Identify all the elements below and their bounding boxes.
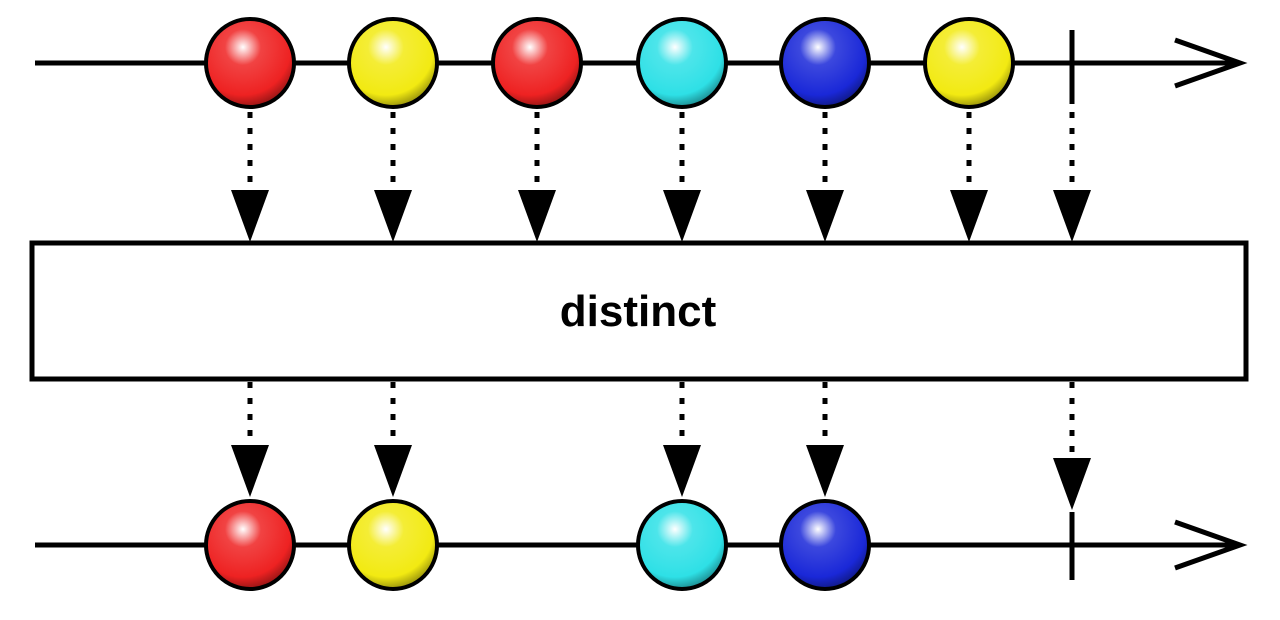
- output-arrow-3-arrowhead: [663, 445, 701, 497]
- output-marble-blue: [779, 499, 871, 591]
- input-arrow-4-arrowhead: [663, 190, 701, 242]
- input-marble-blue: [779, 17, 871, 109]
- output-marble-yellow: [347, 499, 439, 591]
- input-arrow-2-arrowhead: [374, 190, 412, 242]
- output-marble-cyan: [636, 499, 728, 591]
- input-completion-arrow-arrowhead: [1053, 190, 1091, 242]
- output-completion-arrow-arrowhead: [1053, 458, 1091, 510]
- input-arrow-5-arrowhead: [806, 190, 844, 242]
- operator-to-output-arrows: [231, 382, 1091, 510]
- operator-rect: [29, 240, 1249, 382]
- operator-box: distinct: [29, 240, 1249, 382]
- output-marbles: [204, 499, 871, 591]
- output-arrow-1-arrowhead: [231, 445, 269, 497]
- input-marble-red: [491, 17, 583, 109]
- input-marble-cyan: [636, 17, 728, 109]
- output-arrow-4-arrowhead: [806, 445, 844, 497]
- output-arrow-2-arrowhead: [374, 445, 412, 497]
- input-to-operator-arrows: [231, 112, 1091, 242]
- input-marbles: [204, 17, 1015, 109]
- output-timeline-arrowhead: [1174, 519, 1248, 571]
- input-timeline-arrowhead: [1174, 37, 1248, 89]
- input-marble-yellow: [347, 17, 439, 109]
- operator-label: distinct: [560, 287, 717, 336]
- input-marble-red: [204, 17, 296, 109]
- input-arrow-6-arrowhead: [950, 190, 988, 242]
- input-arrow-3-arrowhead: [518, 190, 556, 242]
- input-arrow-1-arrowhead: [231, 190, 269, 242]
- output-marble-red: [204, 499, 296, 591]
- input-marble-yellow: [923, 17, 1015, 109]
